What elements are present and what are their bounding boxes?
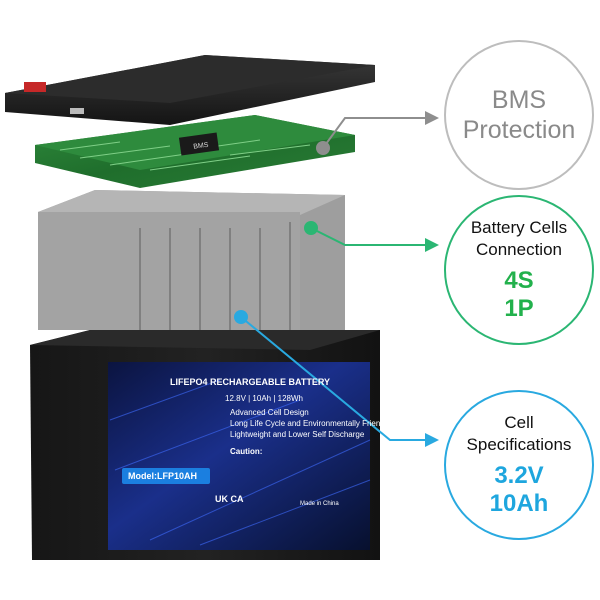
bms-marker-dot [316, 141, 330, 155]
cell-pack [38, 190, 345, 355]
label-feature-2: Long Life Cycle and Environmentally Frie… [230, 419, 391, 428]
connection-value-2: 1P [504, 295, 534, 322]
cell-specifications-callout: Cell Specifications 3.2V 10Ah [444, 390, 594, 540]
label-made-in: Made in China [300, 501, 339, 507]
spec-value-1: 3.2V [494, 462, 544, 489]
bms-circuit-board: BMS [35, 115, 355, 188]
spec-line-1: Cell [504, 413, 534, 432]
connection-marker-dot [304, 221, 318, 235]
battery-cells-connection-callout: Battery Cells Connection 4S 1P [444, 195, 594, 345]
battery-case [30, 330, 380, 560]
bms-line-1: BMS [491, 86, 547, 114]
label-ukca: UK CA [215, 494, 244, 504]
label-title: LIFEPO4 RECHARGEABLE BATTERY [170, 377, 331, 387]
bms-chip-text: BMS [193, 142, 209, 151]
bms-chip-icon [178, 132, 220, 156]
connection-line-2: Connection [475, 240, 562, 259]
label-feature-3: Lightweight and Lower Self Discharge [230, 430, 365, 439]
connection-line-1: Battery Cells [470, 218, 568, 237]
spec-line-2: Specifications [466, 435, 572, 454]
cell-marker-dot [234, 310, 248, 324]
label-caution: Caution: [230, 447, 263, 456]
bms-protection-callout: BMS Protection [444, 40, 594, 190]
label-model: Model:LFP10AH [128, 471, 198, 481]
red-terminal-icon [24, 82, 46, 92]
bms-line-2: Protection [462, 116, 576, 144]
connection-value-1: 4S [504, 267, 534, 294]
label-specs: 12.8V | 10Ah | 128Wh [225, 394, 303, 403]
label-feature-1: Advanced Cell Design [230, 408, 309, 417]
battery-lid [5, 55, 375, 125]
terminal-icon [70, 108, 84, 114]
callout-connectors [234, 111, 439, 447]
model-badge [122, 468, 210, 484]
spec-value-2: 10Ah [489, 490, 549, 517]
